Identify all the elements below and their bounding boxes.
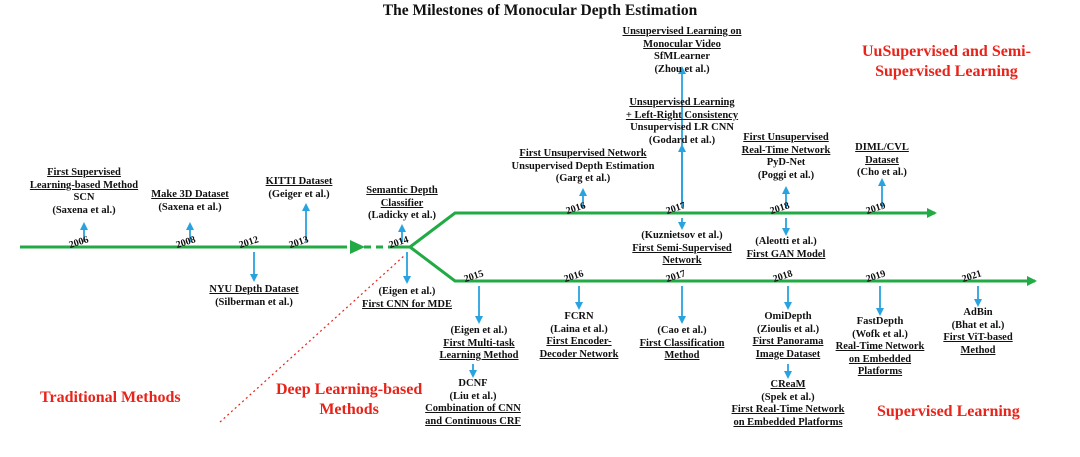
- category-supervised: Supervised Learning: [877, 403, 1020, 420]
- milestone-kitti: KITTI Dataset (Geiger et al.): [265, 176, 333, 200]
- milestone-eigen-multitask: (Eigen et al.) First Multi-task Learning…: [439, 325, 519, 361]
- milestone-scn: First Supervised Learning-based Method S…: [29, 167, 139, 216]
- milestone-pydnet: First Unsupervised Real-Time Network PyD…: [741, 132, 831, 181]
- milestone-cream: CReaM (Spek et al.) First Real-Time Netw…: [731, 379, 845, 428]
- milestone-godard: Unsupervised Learning + Left-Right Consi…: [625, 97, 739, 146]
- milestone-fastdepth: FastDepth (Wofk et al.) Real-Time Networ…: [835, 316, 925, 377]
- milestone-eigen-cnn: (Eigen et al.) First CNN for MDE: [362, 286, 452, 310]
- category-traditional: Traditional Methods: [40, 389, 181, 406]
- milestone-cao: (Cao et al.) First Classification Method: [639, 325, 725, 361]
- milestone-diml: DIML/CVL Dataset (Cho et al.): [855, 142, 909, 178]
- milestone-sfmlearner: Unsupervised Learning on Monocular Video…: [622, 26, 742, 75]
- milestone-kuznietsov: (Kuznietsov et al.) First Semi-Supervise…: [632, 230, 732, 266]
- milestone-aleotti: (Aleotti et al.) First GAN Model: [746, 236, 826, 260]
- category-deep-learning: Deep Learning-based Methods: [276, 381, 423, 418]
- milestone-garg: First Unsupervised Network Unsupervised …: [511, 148, 655, 184]
- milestone-semantic: Semantic Depth Classifier (Ladicky et al…: [366, 185, 438, 221]
- main-timeline-head: [350, 240, 365, 254]
- milestone-nyu: NYU Depth Dataset (Silberman et al.): [209, 284, 299, 308]
- milestone-dcnf: DCNF (Liu et al.) Combination of CNN and…: [425, 378, 521, 427]
- era-divider: [219, 254, 406, 423]
- milestone-make3d: Make 3D Dataset (Saxena et al.): [151, 189, 229, 213]
- diagram-title: The Milestones of Monocular Depth Estima…: [382, 2, 698, 19]
- category-unsupervised: UuSupervised and Semi- Supervised Learni…: [862, 43, 1031, 80]
- milestone-adbin: AdBin (Bhat et al.) First ViT-based Meth…: [943, 307, 1013, 356]
- upper-branch-line: [409, 208, 937, 249]
- milestone-omidepth: OmiDepth (Zioulis et al.) First Panorama…: [752, 311, 824, 360]
- milestone-fcrn: FCRN (Laina et al.) First Encoder- Decod…: [539, 311, 619, 360]
- lower-branch-line: [409, 245, 1037, 286]
